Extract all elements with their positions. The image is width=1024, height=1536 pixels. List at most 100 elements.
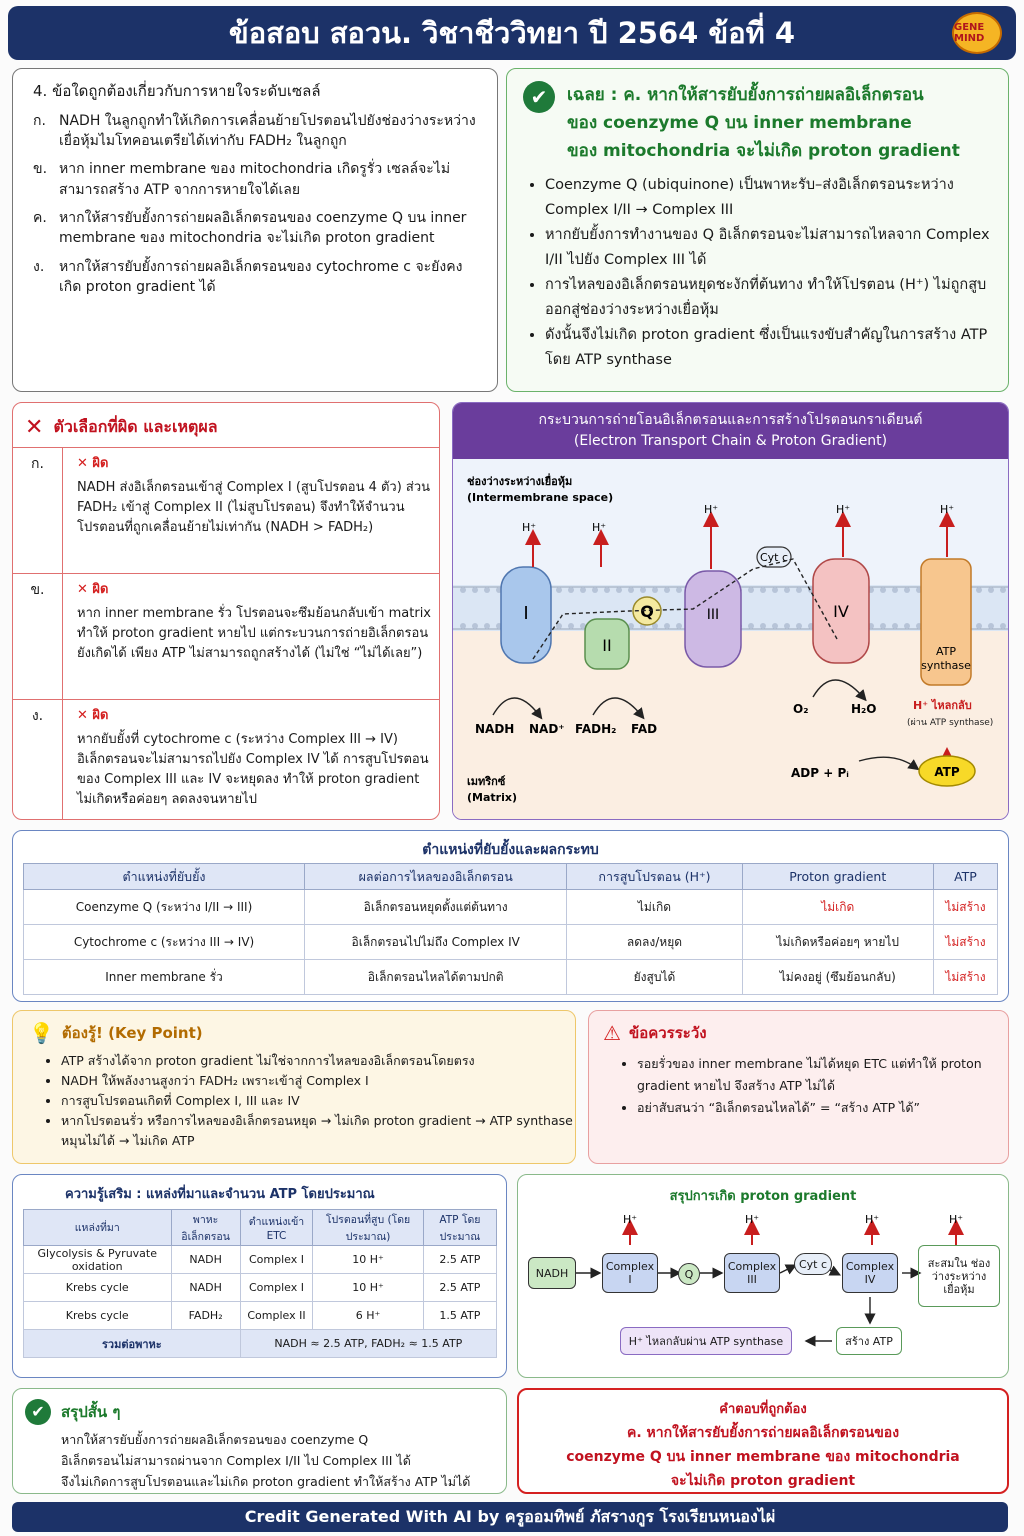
atp-total-value: NADH ≈ 2.5 ATP, FADH₂ ≈ 1.5 ATP [239, 1329, 498, 1358]
summary-line-1: หากให้สารยับยั้งการถ่ายผลอิเล็กตรอนของ c… [61, 1432, 369, 1447]
summary-line-3: จึงไม่เกิดการสูบโปรตอนและไม่เกิด proton … [61, 1474, 471, 1489]
caution-item: รอยรั่วของ inner membrane ไม่ได้หยุด ETC… [637, 1053, 994, 1097]
flow-cytc: Cyt c [794, 1253, 832, 1275]
atp-synthase [920, 558, 972, 686]
table-cell: 2.5 ATP [422, 1245, 498, 1274]
question-option: ก.NADH ในลูกถูกทำให้เกิดการเคลื่อนย้ายโป… [33, 111, 483, 152]
flow-accumulate: สะสมใน ช่องว่างระหว่าง เยื่อหุ้ม [918, 1245, 1000, 1307]
wrong-option-text: NADH ส่งอิเล็กตรอนเข้าสู่ Complex I (สูบ… [77, 480, 431, 535]
h-back-sub: (ผ่าน ATP synthase) [907, 718, 993, 728]
flow-h-1: H⁺ [623, 1213, 637, 1226]
wrong-option-key: ง. [13, 700, 63, 819]
summary-panel: ✔ สรุปสั้น ๆ หากให้สารยับยั้งการถ่ายผลอิ… [12, 1388, 507, 1494]
h-back-label: H⁺ ไหลกลับ [913, 698, 972, 712]
table-header: โปรตอนที่สูบ (โดยประมาณ) [312, 1209, 424, 1246]
option-text: หาก inner membrane ของ mitochondria เกิด… [59, 161, 451, 198]
keypoint-panel: 💡 ต้องรู้! (Key Point) ATP สร้างได้จาก p… [12, 1010, 576, 1164]
caution-panel: ⚠ ข้อควรระวัง รอยรั่วของ inner membrane … [588, 1010, 1009, 1164]
flow-title: สรุปการเกิด proton gradient [669, 1189, 857, 1204]
summary-title: สรุปสั้น ๆ [61, 1403, 121, 1421]
footer: Credit Generated With AI by ครูออมทิพย์ … [12, 1502, 1008, 1532]
table-header: ATP โดยประมาณ [422, 1209, 498, 1246]
correct-answer-panel: คำตอบที่ถูกต้อง ค. หากให้สารยับยั้งการถ่… [517, 1388, 1009, 1494]
page-title: ข้อสอบ สอวน. วิชาชีววิทยา ปี 2564 ข้อที่… [228, 16, 796, 50]
h-ion-3: H⁺ [704, 503, 718, 516]
table-cell: Coenzyme Q (ระหว่าง I/II → III) [22, 889, 306, 925]
answer-panel: ✔ เฉลย : ค. หากให้สารยับยั้งการถ่ายผลอิเ… [506, 68, 1009, 392]
question-option: ง.หากให้สารยับยั้งการถ่ายผลอิเล็กตรอนของ… [33, 257, 483, 298]
table-header: ผลต่อการไหลของอิเล็กตรอน [304, 863, 568, 890]
table-cell: 6 H⁺ [312, 1301, 424, 1330]
table-cell: Complex II [239, 1301, 314, 1330]
check-icon: ✔ [523, 81, 555, 113]
complex-ii [584, 618, 630, 670]
atp-product-label: ATP [934, 765, 960, 779]
wrong-option-row: ง.✕ ผิดหากยับยั้งที่ cytochrome c (ระหว่… [13, 699, 439, 819]
table-cell: Cytochrome c (ระหว่าง III → IV) [22, 924, 306, 960]
cytochrome-c-label: Cyt c [760, 551, 788, 564]
complex-iii [684, 570, 742, 668]
option-text: หากให้สารยับยั้งการถ่ายผลอิเล็กตรอนของ c… [59, 258, 463, 295]
page-title-bar: ข้อสอบ สอวน. วิชาชีววิทยา ปี 2564 ข้อที่… [8, 6, 1016, 60]
flow-complex-iv: Complex IV [842, 1253, 898, 1293]
answer-bullet: Coenzyme Q (ubiquinone) เป็นพาหะรับ–ส่งอ… [545, 173, 994, 223]
complex-i [500, 566, 552, 664]
keypoint-item: NADH ให้พลังงานสูงกว่า FADH₂ เพราะเข้าสู… [61, 1071, 575, 1091]
nad-label: NAD⁺ [529, 722, 565, 736]
atp-synthase-label: ATP [936, 645, 956, 658]
fad-label: FAD [631, 722, 657, 736]
atp-sources-title: ความรู้เสริม : แหล่งที่มาและจำนวน ATP โด… [65, 1187, 375, 1202]
table-row: Cytochrome c (ระหว่าง III → IV)อิเล็กตรอ… [22, 924, 999, 960]
table-row: Inner membrane รั่วอิเล็กตรอนไหลได้ตามปก… [22, 959, 999, 995]
wrong-option-key: ข. [13, 574, 63, 699]
flow-h-4: H⁺ [949, 1213, 963, 1226]
wrong-option-body: ✕ ผิดหากยับยั้งที่ cytochrome c (ระหว่าง… [77, 706, 433, 810]
flow-h-3: H⁺ [865, 1213, 879, 1226]
nadh-label: NADH [475, 722, 514, 736]
wrong-option-key: ก. [13, 448, 63, 573]
option-key: ข. [33, 161, 48, 178]
table-cell: ยังสูบได้ [566, 959, 743, 995]
table-cell: ไม่เกิด [566, 889, 743, 925]
coenzyme-q [632, 596, 662, 626]
option-key: ก. [33, 112, 46, 129]
flow-panel: สรุปการเกิด proton gradient H⁺ H⁺ H⁺ H⁺ … [517, 1174, 1009, 1378]
complex-i-label: I [523, 603, 528, 624]
table-cell: 10 H⁺ [312, 1273, 424, 1302]
flow-q: Q [678, 1263, 700, 1285]
question-option: ข. หาก inner membrane ของ mitochondria เก… [33, 159, 483, 200]
check-circle-icon: ✔ [25, 1399, 51, 1425]
table-header: ตำแหน่งเข้า ETC [239, 1209, 314, 1246]
footer-credit: Credit Generated With AI by ครูออมทิพย์ … [244, 1506, 776, 1526]
table-cell: อิเล็กตรอนหยุดตั้งแต่ต้นทาง [304, 889, 568, 925]
wrong-mark-label: ผิด [92, 582, 109, 597]
wrong-mark: ✕ ผิด [77, 580, 433, 600]
atp-total-label: รวมต่อพาหะ [23, 1329, 241, 1358]
logo-text: GENE MIND [954, 22, 985, 44]
x-icon: ✕ [77, 582, 93, 597]
table-header: การสูบโปรตอน (H⁺) [566, 863, 743, 890]
answer-heading-1: เฉลย : ค. หากให้สารยับยั้งการถ่ายผลอิเล็… [567, 85, 924, 105]
inhibition-table-title: ตำแหน่งที่ยับยั้งและผลกระทบ [422, 842, 599, 858]
table-cell: อิเล็กตรอนไหลได้ตามปกติ [304, 959, 568, 995]
table-cell: Complex I [239, 1273, 314, 1302]
correct-line-3: จะไม่เกิด proton gradient [670, 1473, 856, 1489]
inhibition-table: ตำแหน่งที่ยับยั้งผลต่อการไหลของอิเล็กตรอ… [22, 863, 999, 995]
cytochrome-c [756, 546, 792, 568]
flow-nadh: NADH [528, 1257, 576, 1289]
table-header: พาหะอิเล็กตรอน [170, 1209, 241, 1246]
inhibition-table-panel: ตำแหน่งที่ยับยั้งและผลกระทบ ตำแหน่งที่ยั… [12, 830, 1009, 1002]
etc-diagram-panel: กระบวนการถ่ายโอนอิเล็กตรอนและการสร้างโปร… [452, 402, 1009, 820]
table-cell: Complex I [239, 1245, 314, 1274]
correct-title: คำตอบที่ถูกต้อง [719, 1402, 807, 1417]
matrix-label: เมทริกซ์ [467, 775, 506, 788]
h-ion-2: H⁺ [592, 521, 606, 534]
summary-line-2: อิเล็กตรอนไม่สามารถผ่านจาก Complex I/II … [61, 1453, 411, 1468]
flow-complex-i: Complex I [602, 1253, 658, 1293]
warning-icon: ⚠ [603, 1021, 621, 1045]
keypoint-title: ต้องรู้! (Key Point) [61, 1024, 203, 1042]
